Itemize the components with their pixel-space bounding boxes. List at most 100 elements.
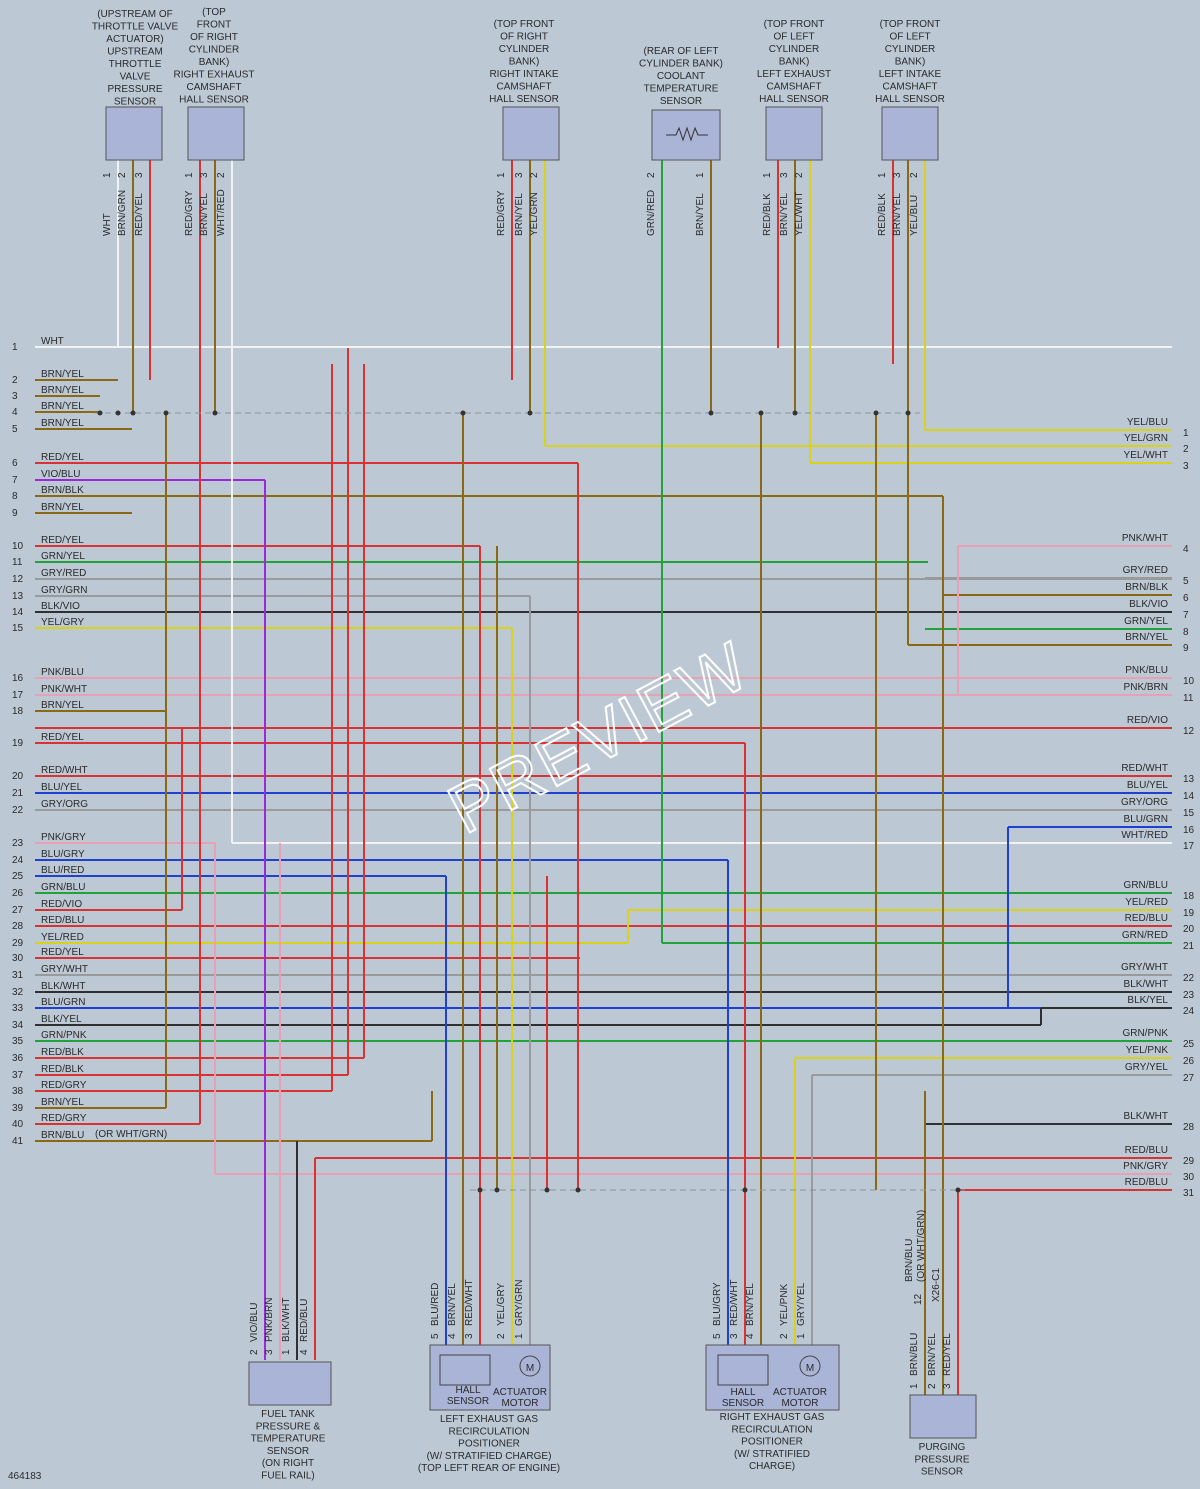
bottom-wire-label: BRN/YEL: [927, 1333, 938, 1376]
splice-dot: [742, 1187, 748, 1193]
right-pin-number: 10: [1183, 676, 1195, 687]
top-pin-number: 2: [646, 172, 657, 178]
left-pin-number: 37: [12, 1070, 24, 1081]
right-pin-number: 17: [1183, 841, 1195, 852]
left-egr-caption: LEFT EXHAUST GAS: [440, 1414, 538, 1425]
bottom-pin-number: 2: [249, 1349, 260, 1355]
right-pin-number: 12: [1183, 726, 1195, 737]
left-pin-number: 14: [12, 607, 24, 618]
right-pin-number: 29: [1183, 1156, 1195, 1167]
label-layer: 1WHT2BRN/YEL3BRN/YEL4BRN/YEL5BRN/YEL6RED…: [12, 7, 1195, 1482]
left-wire-label: BLU/YEL: [41, 782, 83, 793]
purging-caption: PRESSURE: [914, 1454, 969, 1465]
left-wire-label: PNK/BLU: [41, 667, 84, 678]
purging-caption: SENSOR: [921, 1467, 963, 1478]
right-exh-cam-caption: HALL SENSOR: [179, 95, 249, 106]
right-egr-caption: CHARGE): [749, 1461, 795, 1472]
left-pin-number: 15: [12, 623, 24, 634]
coolant-caption: (REAR OF LEFT: [643, 46, 718, 57]
wire-layer: [35, 160, 1172, 1395]
right-wire-label: BRN/YEL: [1125, 632, 1168, 643]
top-pin-number: 1: [762, 172, 773, 178]
left-int-cam-caption: OF LEFT: [889, 32, 930, 43]
throttle-sensor-caption: SENSOR: [114, 97, 156, 108]
splice-dot: [97, 410, 103, 416]
left-pin-number: 11: [12, 557, 23, 568]
left-wire-label: RED/GRY: [41, 1113, 87, 1124]
bottom-wire-label: RED/WHT: [464, 1279, 475, 1326]
right-int-cam-caption: HALL SENSOR: [489, 94, 559, 105]
left-wire-label: GRN/BLU: [41, 882, 85, 893]
right-pin-number: 5: [1183, 576, 1189, 587]
left-int-cam-caption: BANK): [895, 57, 926, 68]
right-int-cam-caption: CAMSHAFT: [497, 82, 552, 93]
splice-dot: [544, 1187, 550, 1193]
top-wire-label: YEL/GRN: [529, 192, 540, 236]
right-exh-cam-caption: (TOP: [202, 7, 226, 18]
right-pin-number: 6: [1183, 593, 1189, 604]
left-wire-label: RED/YEL: [41, 732, 84, 743]
left-41-note: (OR WHT/GRN): [95, 1129, 167, 1140]
left-wire-label: GRY/ORG: [41, 799, 88, 810]
bottom-pin-number: 3: [729, 1333, 740, 1339]
top-wire-label: RED/GRY: [184, 190, 195, 236]
throttle-sensor-caption: ACTUATOR): [106, 34, 163, 45]
bottom-wire-label: RED/YEL: [942, 1333, 953, 1376]
bottom-wire-label: RED/WHT: [729, 1279, 740, 1326]
right-pin-number: 8: [1183, 627, 1189, 638]
throttle-sensor-caption: THROTTLE: [109, 59, 162, 70]
top-wire-label: RED/BLK: [877, 193, 888, 236]
left-wire-label: RED/YEL: [41, 947, 84, 958]
bottom-wire-label: RED/BLU: [299, 1299, 310, 1342]
left-int-cam-caption: CAMSHAFT: [883, 82, 938, 93]
left-wire-label: BRN/YEL: [41, 418, 84, 429]
left-pin-number: 18: [12, 706, 24, 717]
top-pin-number: 3: [134, 172, 145, 178]
left-pin-number: 34: [12, 1020, 24, 1031]
right-wire-label: YEL/RED: [1125, 897, 1168, 908]
left-pin-number: 10: [12, 541, 24, 552]
bottom-wire-label: VIO/BLU: [249, 1303, 260, 1342]
right-wire-label: BLK/VIO: [1129, 599, 1168, 610]
splice-dot: [163, 410, 169, 416]
splice-dot: [527, 410, 533, 416]
left-wire-label: RED/WHT: [41, 765, 88, 776]
left-pin-number: 41: [12, 1136, 24, 1147]
left-exh-cam-caption: LEFT EXHAUST: [757, 69, 831, 80]
left-pin-number: 13: [12, 591, 24, 602]
throttle-sensor-box: [105, 106, 163, 161]
right-wire-label: GRN/BLU: [1124, 880, 1168, 891]
bottom-pin-number: 1: [514, 1333, 525, 1339]
right-wire-label: RED/BLU: [1125, 913, 1168, 924]
bottom-pin-number: 3: [264, 1349, 275, 1355]
bottom-wire-label: YEL/PNK: [779, 1283, 790, 1326]
top-wire-label: RED/YEL: [134, 193, 145, 236]
purging-caption: PURGING: [919, 1442, 966, 1453]
left-exh-cam-box: [765, 106, 823, 161]
splice-dot: [792, 410, 798, 416]
right-pin-number: 26: [1183, 1056, 1195, 1067]
right-egr-caption: (W/ STRATIFIED: [734, 1449, 810, 1460]
right-wire-label: YEL/WHT: [1124, 450, 1168, 461]
right-exh-cam-caption: CAMSHAFT: [187, 82, 242, 93]
purge-extra-pin: 12: [913, 1293, 924, 1305]
left-wire-label: BRN/YEL: [41, 1097, 84, 1108]
throttle-sensor-caption: (UPSTREAM OF: [97, 9, 173, 20]
right-exh-cam-caption: FRONT: [197, 20, 231, 31]
coolant-caption: TEMPERATURE: [644, 84, 719, 95]
top-pin-number: 1: [184, 172, 195, 178]
bottom-pin-number: 1: [909, 1383, 920, 1389]
left-wire-label: PNK/GRY: [41, 832, 86, 843]
bottom-pin-number: 4: [299, 1349, 310, 1355]
right-pin-number: 31: [1183, 1188, 1195, 1199]
left-pin-number: 2: [12, 375, 18, 386]
top-wire-label: RED/GRY: [496, 190, 507, 236]
left-pin-number: 39: [12, 1103, 24, 1114]
right-egr-box: [705, 1344, 840, 1411]
left-int-cam-caption: HALL SENSOR: [875, 94, 945, 105]
top-wire-label: BRN/GRN: [117, 190, 128, 236]
right-int-cam-caption: BANK): [509, 57, 540, 68]
left-exh-cam-caption: CAMSHAFT: [767, 82, 822, 93]
bottom-pin-number: 3: [942, 1383, 953, 1389]
left-wire-label: GRN/PNK: [41, 1030, 87, 1041]
